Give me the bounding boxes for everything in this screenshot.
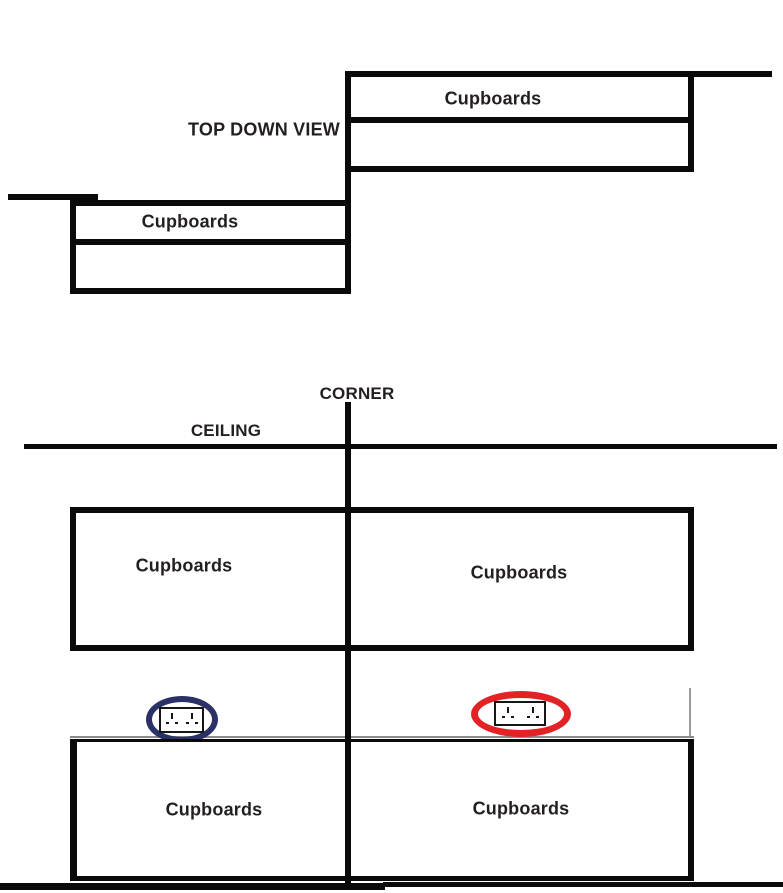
floor-line-right <box>383 882 783 887</box>
base-cupboards-right-label: Cupboards <box>472 798 570 819</box>
elevation-base-cupboards-box <box>70 739 694 881</box>
topdown-right-wall-run-box <box>345 71 694 172</box>
socket-pin-icon <box>166 713 178 725</box>
topdown-left-run-cupboards-label: Cupboards <box>141 211 239 232</box>
socket-pin-icon <box>502 707 514 719</box>
topdown-left-run-divider-line <box>76 239 345 245</box>
topdown-corner-wall-line <box>345 166 351 206</box>
wall-cupboards-left-label: Cupboards <box>135 555 233 576</box>
ceiling-label: CEILING <box>190 421 262 440</box>
topdown-left-wall-run-box <box>70 200 351 294</box>
socket-pin-icon <box>527 707 539 719</box>
topdown-wall-extension-line-left <box>8 194 98 200</box>
ceiling-line <box>24 444 777 449</box>
topdown-right-run-divider-line <box>351 117 688 123</box>
corner-wall-line <box>345 402 351 889</box>
double-socket-icon <box>494 701 546 726</box>
topdown-view-title: TOP DOWN VIEW <box>188 119 340 140</box>
topdown-wall-extension-line-right <box>692 71 772 77</box>
red-highlight-circle <box>471 691 571 737</box>
floor-line-left <box>0 883 385 890</box>
worktop-line <box>70 736 694 738</box>
base-cupboards-left-label: Cupboards <box>165 799 263 820</box>
socket-pin-icon <box>186 713 198 725</box>
elevation-wall-cupboards-box <box>70 507 694 651</box>
wall-cupboards-right-label: Cupboards <box>470 562 568 583</box>
corner-label: CORNER <box>319 384 395 403</box>
double-socket-icon <box>159 707 204 733</box>
topdown-right-run-cupboards-label: Cupboards <box>444 88 542 109</box>
faint-guide-line <box>689 688 691 738</box>
